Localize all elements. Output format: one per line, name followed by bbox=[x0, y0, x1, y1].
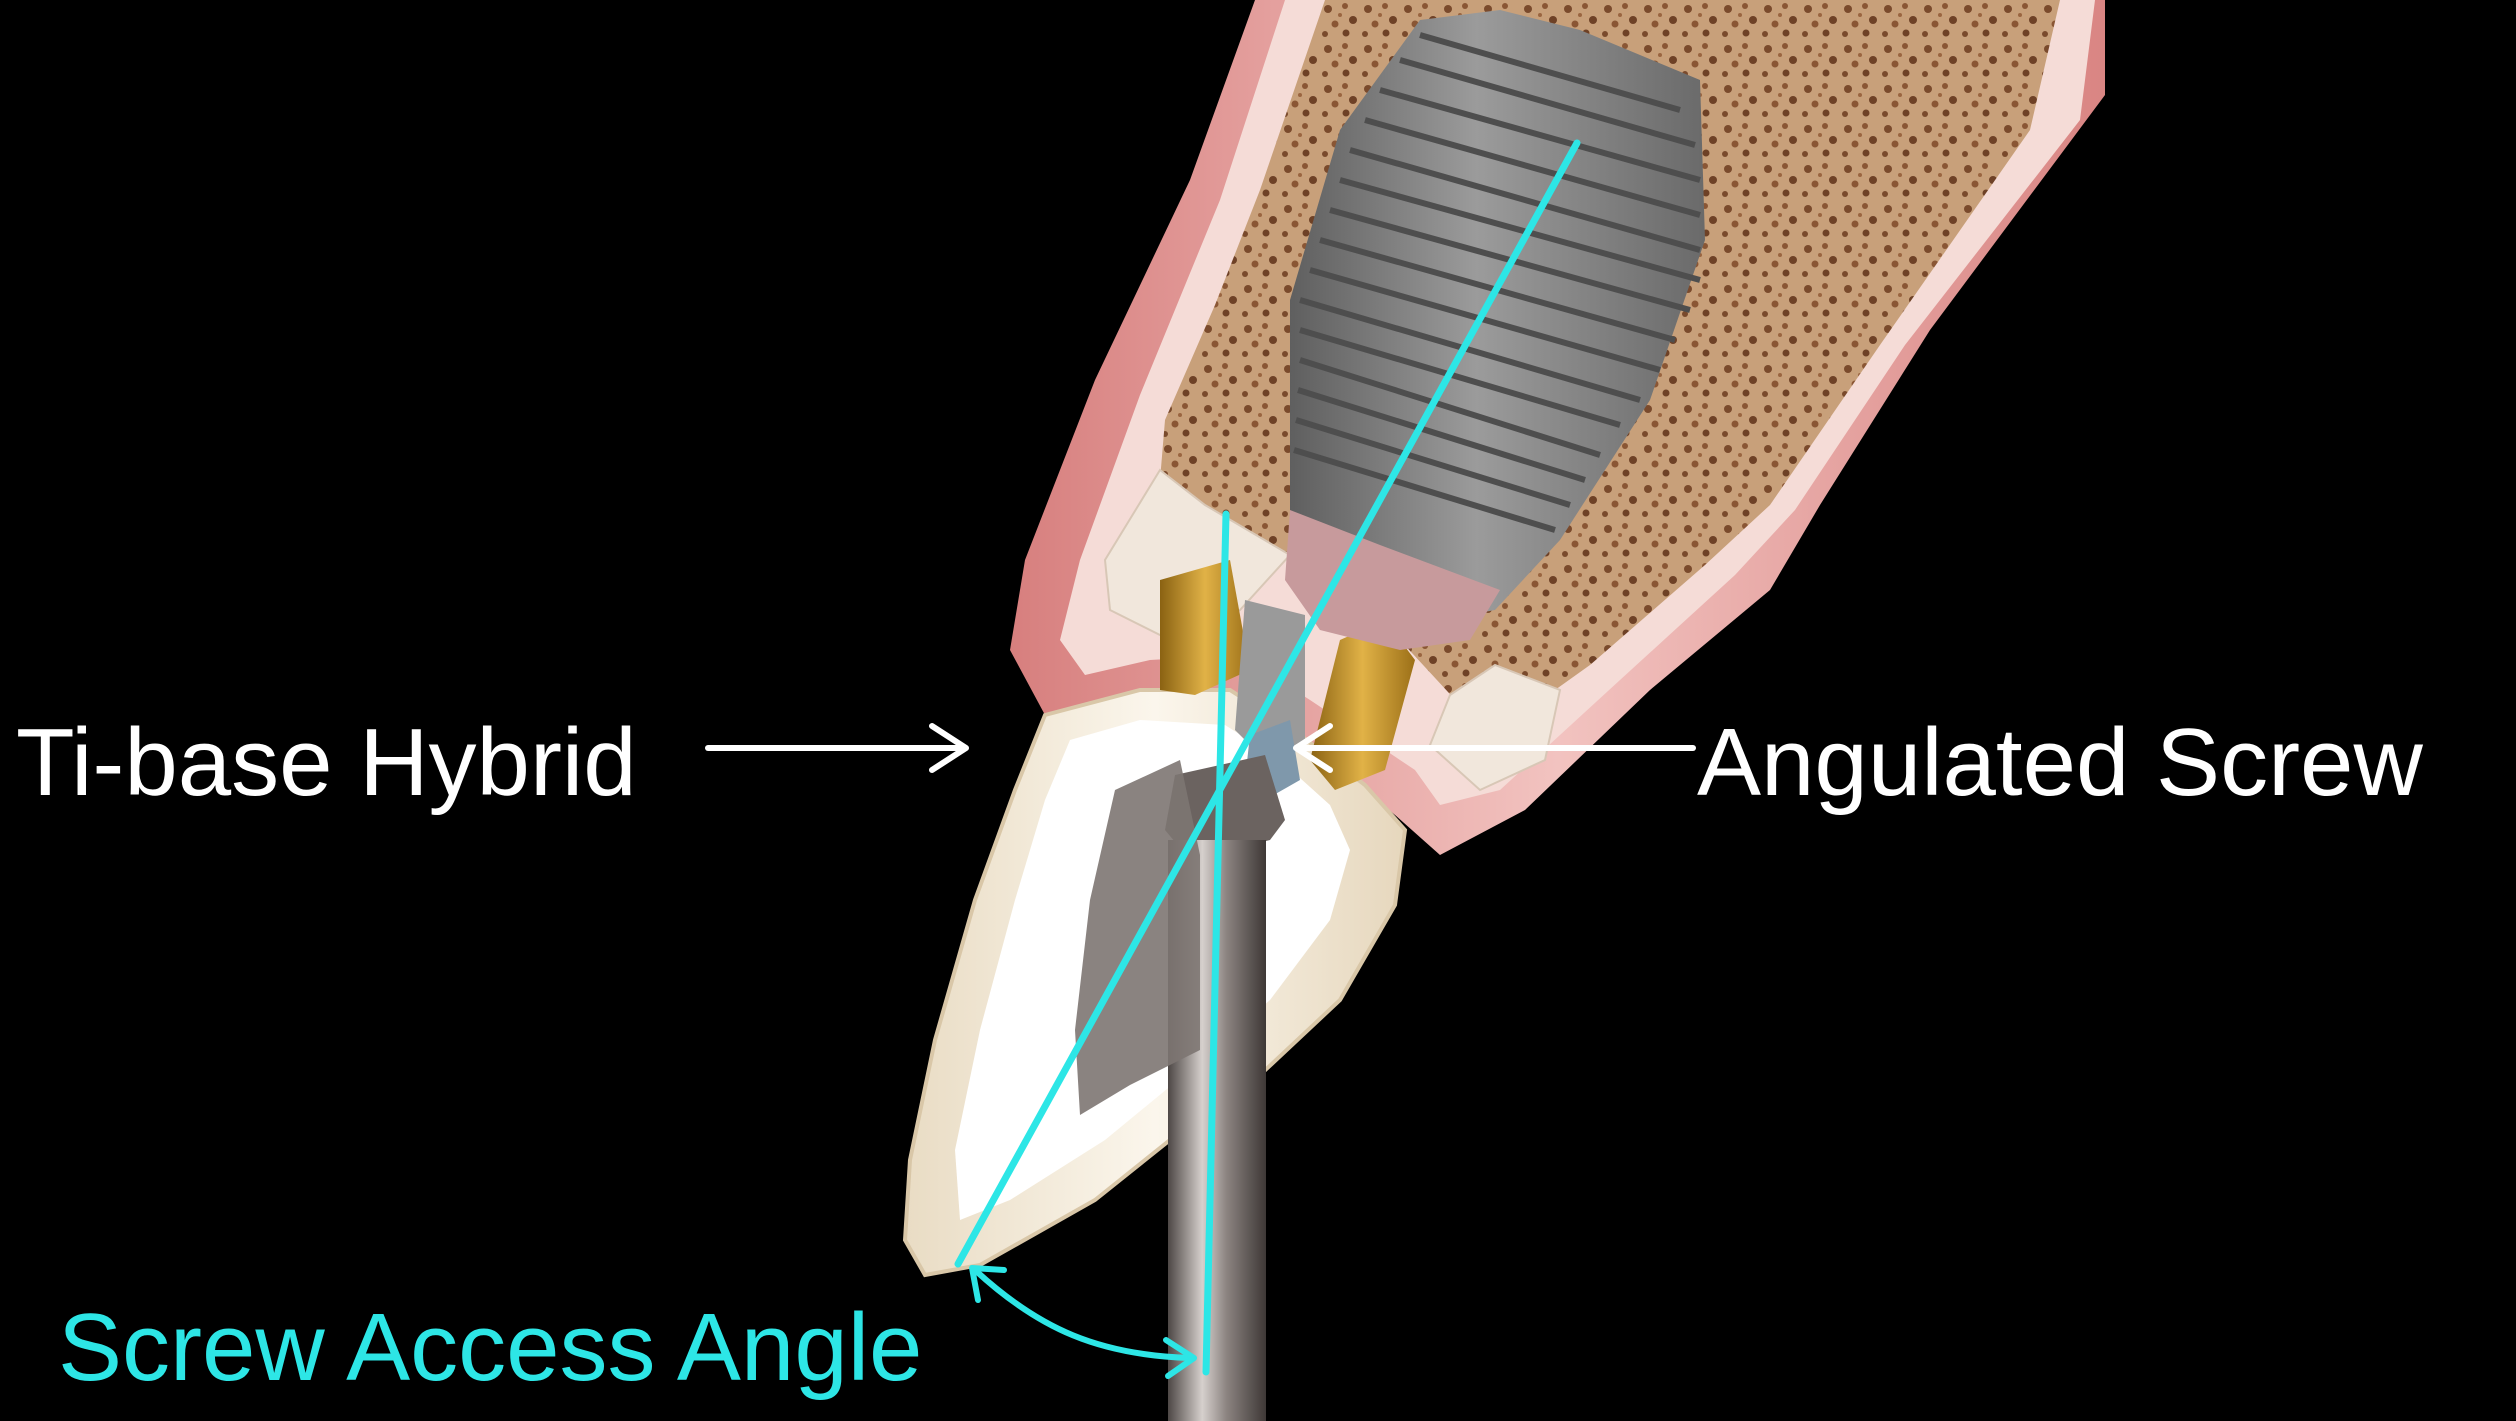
screw-access-angle-label: Screw Access Angle bbox=[58, 1300, 922, 1396]
ti-base-hybrid-label: Ti-base Hybrid bbox=[16, 715, 637, 811]
access-angle-arc-arrow bbox=[972, 1268, 1194, 1376]
ti-base-pointer-arrow bbox=[708, 726, 966, 770]
angulated-screw-label: Angulated Screw bbox=[1697, 715, 2423, 811]
